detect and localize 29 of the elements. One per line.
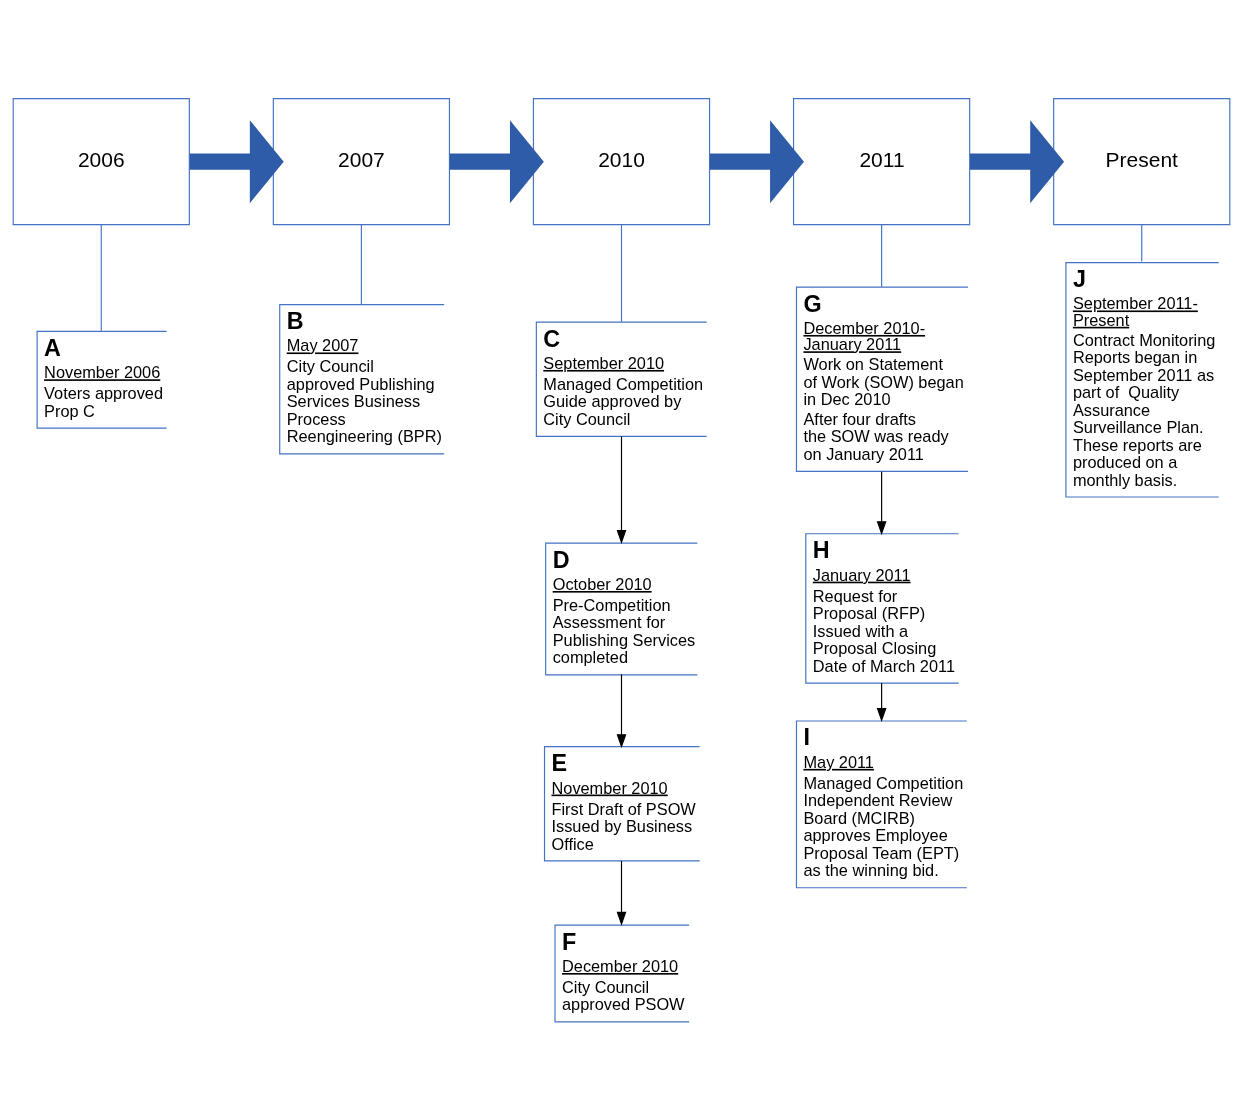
node-box: Present [1053, 98, 1231, 226]
arrow [189, 120, 284, 204]
arrow [616, 673, 627, 749]
node-text: D October 2010 Pre-Competition Assessment for Publishing Services completed [552, 546, 696, 667]
arrow [709, 120, 804, 204]
node-text: I May 2011 Managed Competition Independent Review Board (MCIRB) approves Employee Proposal Team (EPT) as the winning bid. [803, 724, 964, 880]
connector [881, 224, 883, 288]
connector [620, 224, 623, 323]
arrow [970, 120, 1065, 204]
node-text: E November 2010 First Draft of PSOW Issued by Business Office [551, 750, 696, 853]
connector [1141, 224, 1143, 263]
node-text: A November 2006 Voters approved Prop C [44, 334, 164, 420]
node-text: C September 2010 Managed Competition Guide approved by City Council [543, 325, 704, 428]
arrow [616, 860, 627, 926]
node-text: F December 2010 City Council approved PSOW [562, 928, 685, 1014]
node-box: 2011 [792, 98, 971, 226]
arrow [876, 682, 887, 723]
node-text: B May 2007 City Council approved Publishing Services Business Process Reengineering (BPR) [286, 308, 442, 446]
node-box: 2006 [12, 98, 190, 226]
arrow [876, 471, 887, 536]
arrow [449, 120, 544, 204]
node-box: 2010 [532, 98, 711, 226]
connector [360, 224, 362, 306]
node-box: 2007 [272, 98, 451, 226]
node-text: J September 2011- Present Contract Monitoring Reports began in September 2011 as part of Quality Assurance Surveillance Plan. These reports are produced on a monthly basis. [1072, 266, 1216, 489]
connector [100, 224, 102, 332]
node-text: H January 2011 Request for Proposal (RFP) Issued with a Proposal Closing Date of March 2011 [812, 537, 955, 675]
arrow [616, 435, 627, 544]
node-text: G December 2010- January 2011 Work on Statement of Work (SOW) began in Dec 2010 After four drafts the SOW was ready on January 2011 [803, 290, 964, 463]
